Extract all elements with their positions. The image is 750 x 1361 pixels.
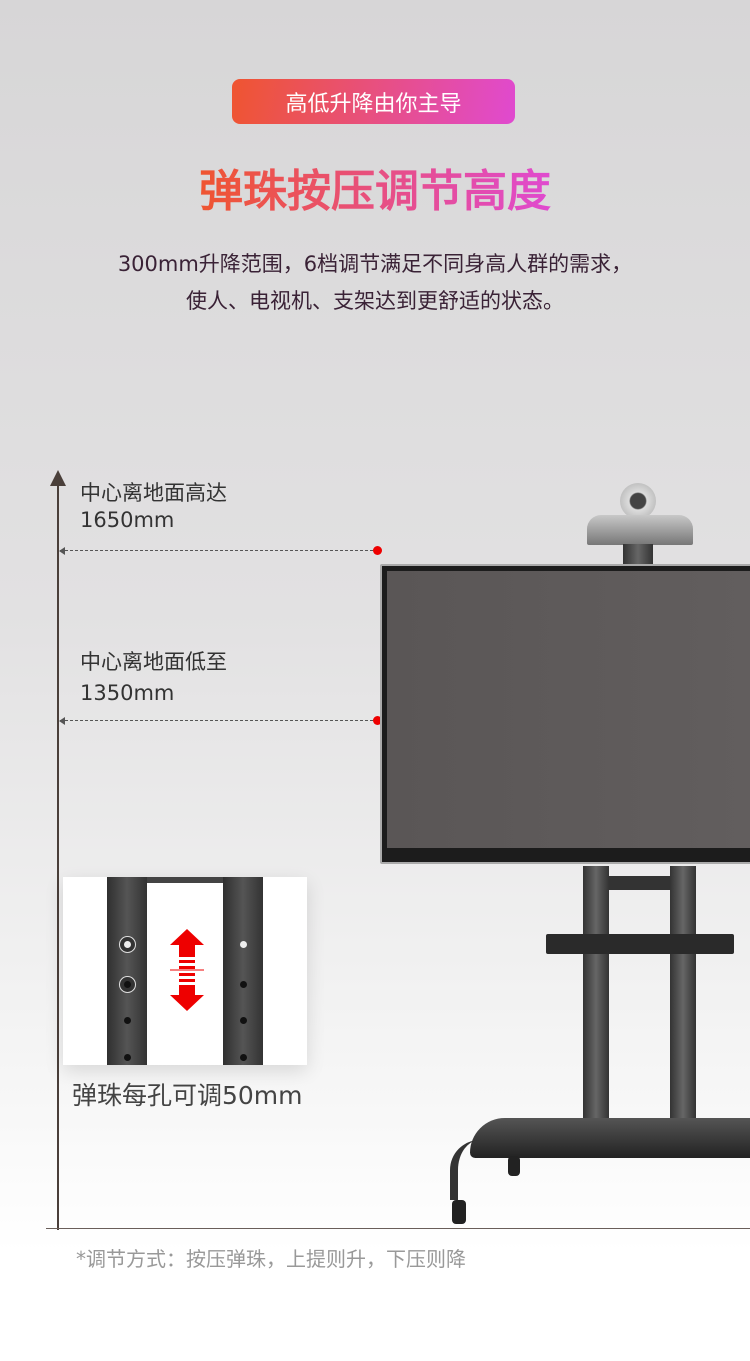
arrow-left-icon <box>59 717 65 725</box>
up-down-arrow-icon <box>170 929 204 1011</box>
description-line-2: 使人、电视机、支架达到更舒适的状态。 <box>186 289 564 313</box>
stand-base <box>470 1118 750 1158</box>
max-height-label: 中心离地面高达 <box>80 481 227 505</box>
arrow-left-icon <box>59 547 65 555</box>
tv-screen <box>380 564 750 864</box>
equipment-tray <box>546 934 734 954</box>
description-line-1: 300mm升降范围，6档调节满足不同身高人群的需求， <box>117 252 633 276</box>
min-height-label: 中心离地面低至 <box>80 650 227 674</box>
ground-line <box>46 1228 750 1229</box>
inset-caption: 弹珠每孔可调50mm <box>72 1081 303 1110</box>
pole-detail-inset <box>63 877 307 1065</box>
height-axis <box>57 484 59 1230</box>
max-height-value: 1650mm <box>80 508 175 532</box>
footnote: *调节方式：按压弹珠，上提则升，下压则降 <box>76 1247 466 1271</box>
axis-arrow-icon <box>50 470 66 486</box>
min-height-marker <box>373 716 382 725</box>
min-height-value: 1350mm <box>80 681 175 705</box>
wheel-icon <box>452 1200 466 1224</box>
wheel-icon <box>508 1156 520 1176</box>
camera-shelf <box>587 515 693 545</box>
max-height-line <box>60 550 378 551</box>
max-height-marker <box>373 546 382 555</box>
tagline-badge: 高低升降由你主导 <box>232 79 515 124</box>
page-title-text: 弹珠按压调节高度 <box>199 166 551 217</box>
page-title: 弹珠按压调节高度 <box>0 155 750 219</box>
camera-icon <box>620 483 656 519</box>
min-height-line <box>60 720 378 721</box>
